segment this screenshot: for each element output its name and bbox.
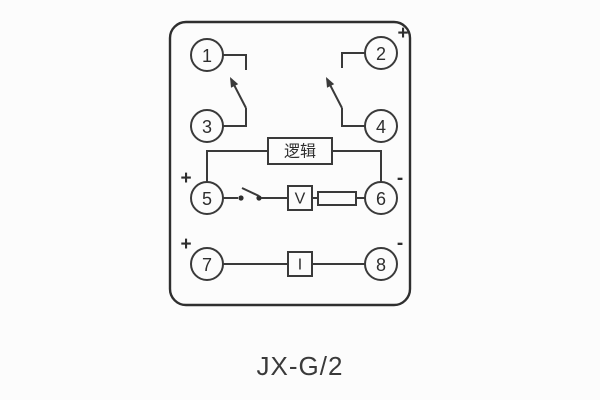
- logic-box-label: 逻辑: [284, 143, 316, 161]
- contact-dot-left: [238, 195, 244, 201]
- resistor: [317, 191, 357, 206]
- terminal-5: 5: [190, 181, 224, 215]
- terminal-8-label: 8: [376, 255, 386, 275]
- terminal-3: 3: [190, 109, 224, 143]
- wire-5-to-logic: [206, 150, 268, 182]
- contact-2-4: [326, 52, 365, 127]
- polarity-top-right: +: [397, 23, 408, 44]
- terminal-8: 8: [364, 247, 398, 281]
- terminal-4: 4: [364, 109, 398, 143]
- terminal-1-label: 1: [202, 46, 212, 66]
- terminal-4-label: 4: [376, 117, 386, 137]
- logic-box: 逻辑: [267, 137, 333, 165]
- polarity-mid-right: -: [397, 168, 403, 189]
- terminal-1: 1: [190, 38, 224, 72]
- voltage-box: V: [287, 185, 313, 211]
- contact-2-4-arrow: [326, 77, 335, 88]
- terminal-5-label: 5: [202, 189, 212, 209]
- middle-branch: V: [223, 185, 365, 211]
- polarity-mid-left: +: [180, 168, 191, 189]
- current-box: I: [287, 251, 313, 277]
- terminal-2: 2: [364, 36, 398, 70]
- polarity-bottom-left: +: [180, 234, 191, 255]
- terminal-6-label: 6: [376, 189, 386, 209]
- contact-1-3-arrow: [230, 77, 239, 88]
- wire-6-to-logic: [332, 150, 382, 182]
- diagram-caption: JX-G/2: [257, 351, 344, 381]
- terminal-3-label: 3: [202, 117, 212, 137]
- contact-dot-right: [256, 195, 262, 201]
- terminal-7: 7: [190, 247, 224, 281]
- voltage-box-label: V: [295, 191, 306, 208]
- terminal-7-label: 7: [202, 255, 212, 275]
- mid-contact-blade: [241, 187, 260, 197]
- terminal-2-label: 2: [376, 44, 386, 64]
- contact-1-3: [223, 54, 247, 127]
- terminal-6: 6: [364, 181, 398, 215]
- current-box-label: I: [298, 257, 302, 274]
- bottom-branch: I: [223, 251, 365, 277]
- polarity-bottom-right: -: [397, 233, 403, 254]
